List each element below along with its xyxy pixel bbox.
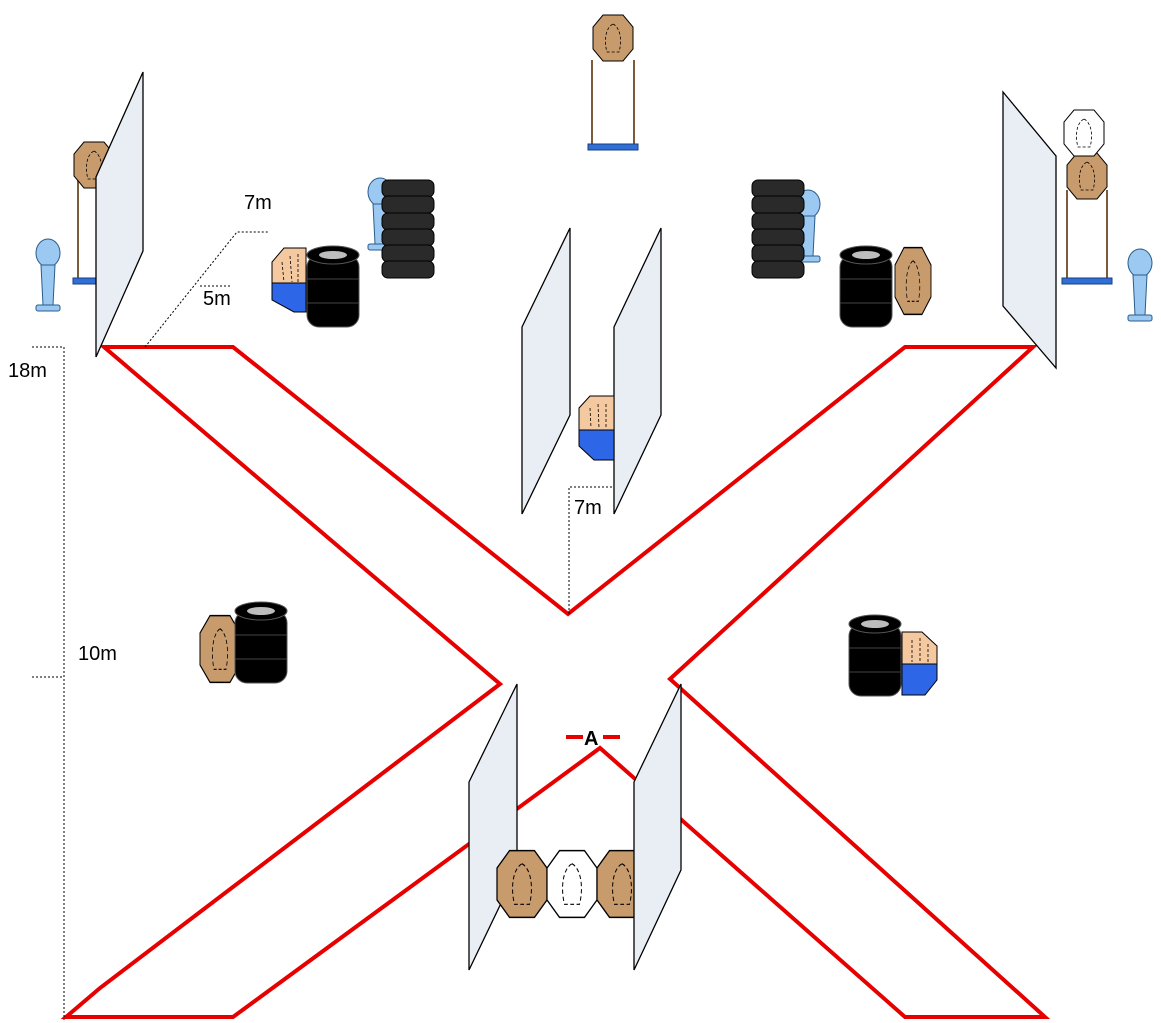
dimension-18m-label: 18m [8,360,47,382]
no-shoot-white-target-bottom [546,849,598,919]
dimension-7m-top-label: 7m [244,192,272,214]
no-shoot-target-top-left [271,247,307,313]
tire-stack-top-right [839,245,893,328]
dimension-10m-label: 10m [78,643,117,665]
dimension-lines [32,231,616,1020]
wall-center-right [613,227,662,515]
wall-bottom-right [633,683,682,971]
paper-target-top-center [587,14,639,151]
popper-left-far [35,238,61,312]
paper-target-mid-left [199,614,241,684]
tire-stack-top-left [306,245,360,328]
wall-center-left [521,227,571,515]
paper-target-top-right-near [894,246,932,316]
wall-top-right [1002,90,1057,370]
no-shoot-target-mid-right [901,631,938,696]
tire-pile-top-right [751,179,805,279]
tire-stack-mid-right [848,614,902,697]
paper-target-bottom-1 [496,849,548,919]
start-position-label: A [584,728,598,750]
wall-bottom-left [468,683,518,971]
wall-top-left [95,71,144,358]
no-shoot-white-target-top-right [1063,109,1105,157]
tire-stack-mid-left [234,601,288,684]
start-position-marker: A [566,728,620,750]
dimension-7m-center-label: 7m [574,497,602,519]
no-shoot-target-center [578,395,615,461]
popper-right-far [1127,248,1153,322]
dimension-5m-label: 5m [203,288,231,310]
fault-line-boundary [60,345,1051,1019]
tire-pile-top-left [381,179,435,279]
paper-target-top-right-stand [1061,152,1113,285]
